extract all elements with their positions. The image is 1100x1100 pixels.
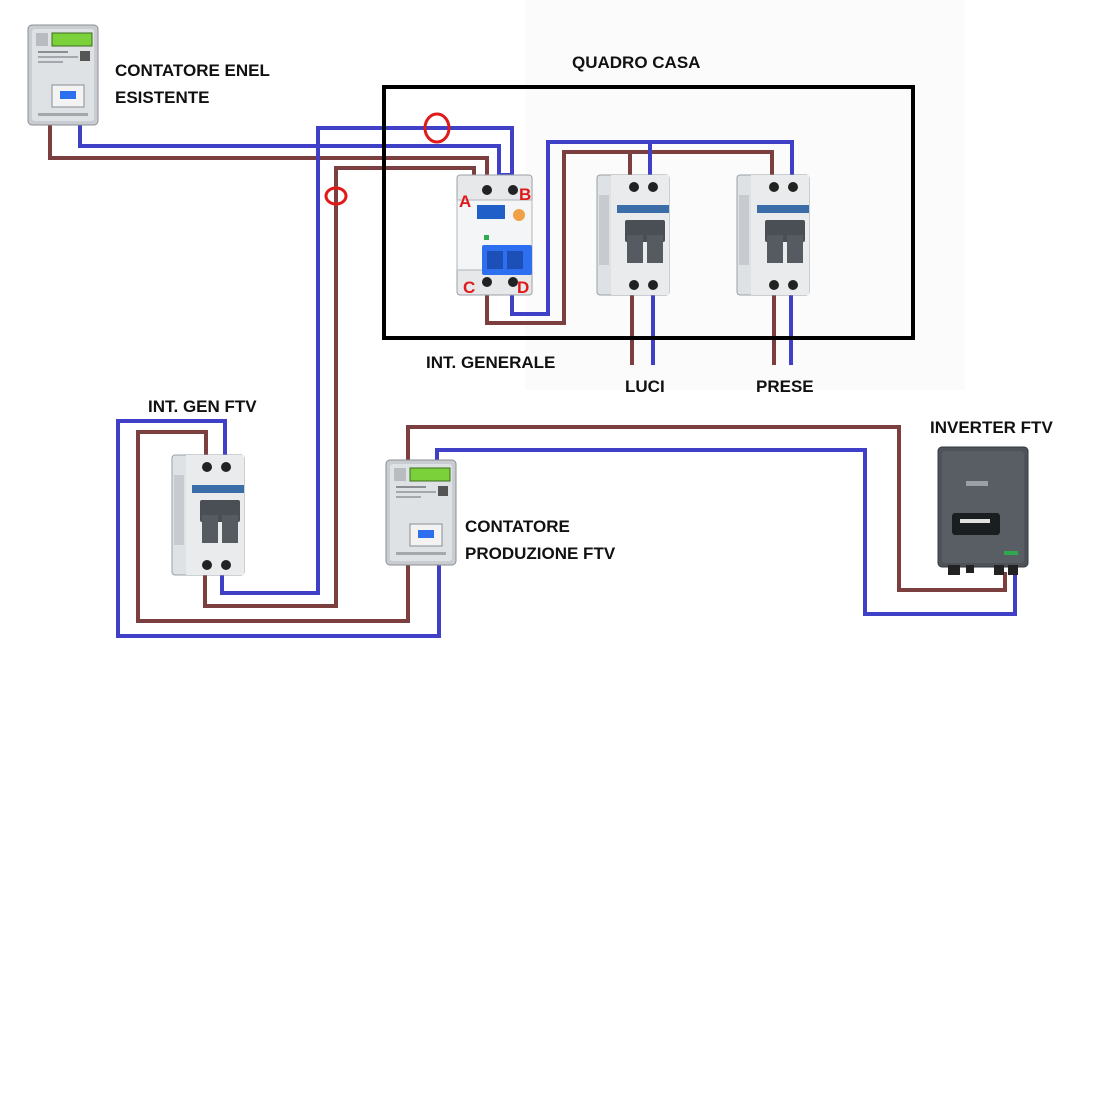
wire-general-neutral-out bbox=[510, 140, 794, 316]
wires bbox=[48, 122, 1017, 638]
rcd-brand-plate bbox=[477, 205, 505, 219]
luci-breaker bbox=[596, 174, 670, 296]
contatore-enel-label-line2: ESISTENTE bbox=[115, 88, 209, 107]
wire-ftv-neutral-riser bbox=[220, 126, 514, 595]
contatore-enel-meter bbox=[27, 24, 99, 126]
wire-ftv-phase-riser bbox=[203, 166, 476, 608]
meter-display bbox=[51, 32, 93, 47]
ring-marker-icon bbox=[324, 186, 348, 206]
wire-ftv-neutral-loop bbox=[116, 419, 441, 638]
contatore-produzione-meter bbox=[385, 459, 457, 566]
inverter-icon bbox=[937, 446, 1029, 575]
luci-label: LUCI bbox=[625, 377, 665, 396]
inverter-ftv-label: INVERTER FTV bbox=[930, 418, 1053, 437]
terminal-b-label: B bbox=[519, 185, 531, 204]
int-generale-breaker: A B C D bbox=[456, 174, 533, 297]
contatore-produzione-label-line1: CONTATORE bbox=[465, 517, 570, 536]
int-gen-ftv-breaker bbox=[171, 454, 245, 576]
energy-meter-icon bbox=[385, 459, 457, 566]
mcb-breaker-icon bbox=[171, 454, 245, 576]
int-generale-label: INT. GENERALE bbox=[426, 353, 555, 372]
rcd-breaker-icon bbox=[456, 174, 533, 296]
terminal-c-label: C bbox=[463, 278, 475, 297]
int-gen-ftv-label: INT. GEN FTV bbox=[148, 397, 257, 416]
quadro-casa-panel bbox=[382, 85, 915, 340]
contatore-produzione-label-line2: PRODUZIONE FTV bbox=[465, 544, 616, 563]
wire-enel-phase bbox=[48, 122, 489, 190]
mcb-breaker-icon bbox=[596, 174, 670, 296]
prese-label: PRESE bbox=[756, 377, 814, 396]
contatore-enel-label-line1: CONTATORE ENEL bbox=[115, 61, 270, 80]
energy-meter-icon bbox=[27, 24, 99, 126]
ring-marker-icon bbox=[423, 112, 451, 144]
terminal-d-label: D bbox=[517, 278, 529, 297]
inverter-ftv bbox=[937, 446, 1029, 575]
wire-inverter-neutral bbox=[435, 448, 1017, 616]
mcb-breaker-icon bbox=[736, 174, 810, 296]
quadro-casa-title: QUADRO CASA bbox=[572, 53, 700, 72]
terminal-a-label: A bbox=[459, 192, 471, 211]
prese-breaker bbox=[736, 174, 810, 296]
wire-general-phase-out bbox=[485, 150, 774, 325]
wire-inverter-phase bbox=[406, 425, 1007, 592]
wire-ftv-phase-loop bbox=[136, 430, 410, 623]
